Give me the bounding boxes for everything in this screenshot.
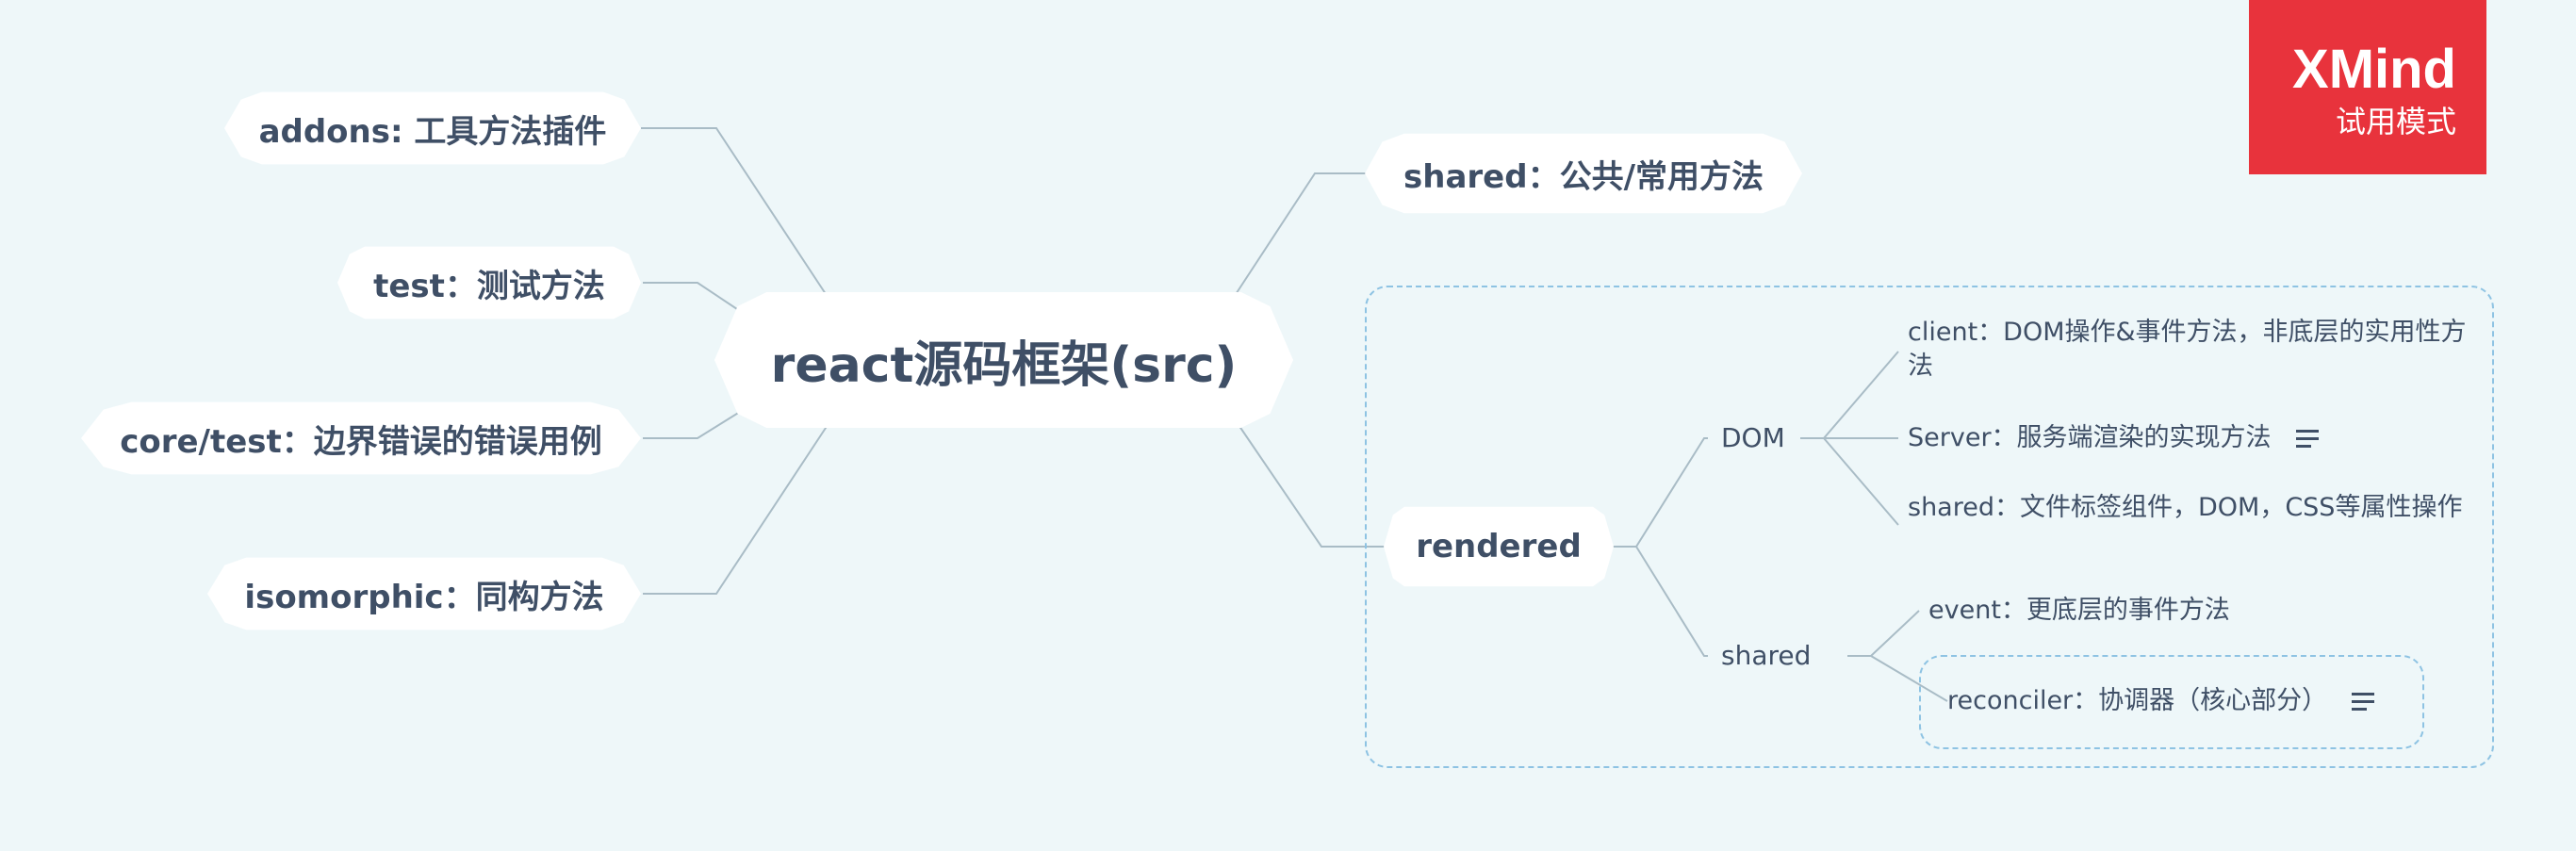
leaf-dom-server[interactable]: Server：服务端渲染的实现方法	[1908, 421, 2319, 455]
note-lines-icon[interactable]	[2352, 688, 2375, 715]
subtopic-shared[interactable]: shared	[1721, 640, 1812, 671]
connector-shared-main	[1226, 172, 1367, 308]
connector-dom	[1612, 437, 1708, 548]
connector-test	[643, 282, 741, 312]
leaf-dom-shared[interactable]: shared：文件标签组件，DOM，CSS等属性操作	[1908, 493, 2463, 522]
connector-core-test	[643, 411, 741, 439]
connector-isomorphic	[643, 421, 830, 595]
topic-core-test[interactable]: core/test：边界错误的错误用例	[81, 401, 641, 475]
note-lines-icon[interactable]	[2295, 425, 2319, 452]
topic-addons[interactable]: addons: 工具方法插件	[224, 91, 641, 165]
watermark-brand: XMind	[2292, 39, 2456, 100]
connector-shared-sub	[1635, 546, 1708, 657]
root-topic[interactable]: react源码框架(src)	[714, 292, 1293, 428]
rendered-boundary	[1365, 286, 2494, 768]
connector-addons	[641, 127, 830, 301]
topic-shared-main[interactable]: shared：公共/常用方法	[1365, 133, 1802, 214]
leaf-shared-event[interactable]: event：更底层的事件方法	[1928, 596, 2230, 625]
topic-test[interactable]: test：测试方法	[337, 246, 641, 319]
leaf-dom-server-label: Server：服务端渲染的实现方法	[1908, 423, 2272, 452]
subtopic-dom[interactable]: DOM	[1721, 422, 1785, 453]
connector-rendered	[1232, 416, 1386, 548]
connector-dom-shared	[1823, 437, 1899, 526]
connector-shared-reconciler	[1870, 655, 1948, 702]
topic-rendered[interactable]: rendered	[1384, 506, 1614, 587]
reconciler-boundary	[1919, 655, 2424, 749]
topic-isomorphic[interactable]: isomorphic：同构方法	[207, 557, 641, 630]
leaf-shared-reconciler[interactable]: reconciler：协调器（核心部分）	[1947, 684, 2375, 718]
watermark-mode: 试用模式	[2335, 104, 2456, 139]
leaf-shared-reconciler-label: reconciler：协调器（核心部分）	[1947, 686, 2328, 715]
xmind-trial-watermark: XMind 试用模式	[2249, 0, 2486, 174]
leaf-dom-client[interactable]: client：DOM操作&事件方法，非底层的实用性方法	[1908, 318, 2467, 381]
